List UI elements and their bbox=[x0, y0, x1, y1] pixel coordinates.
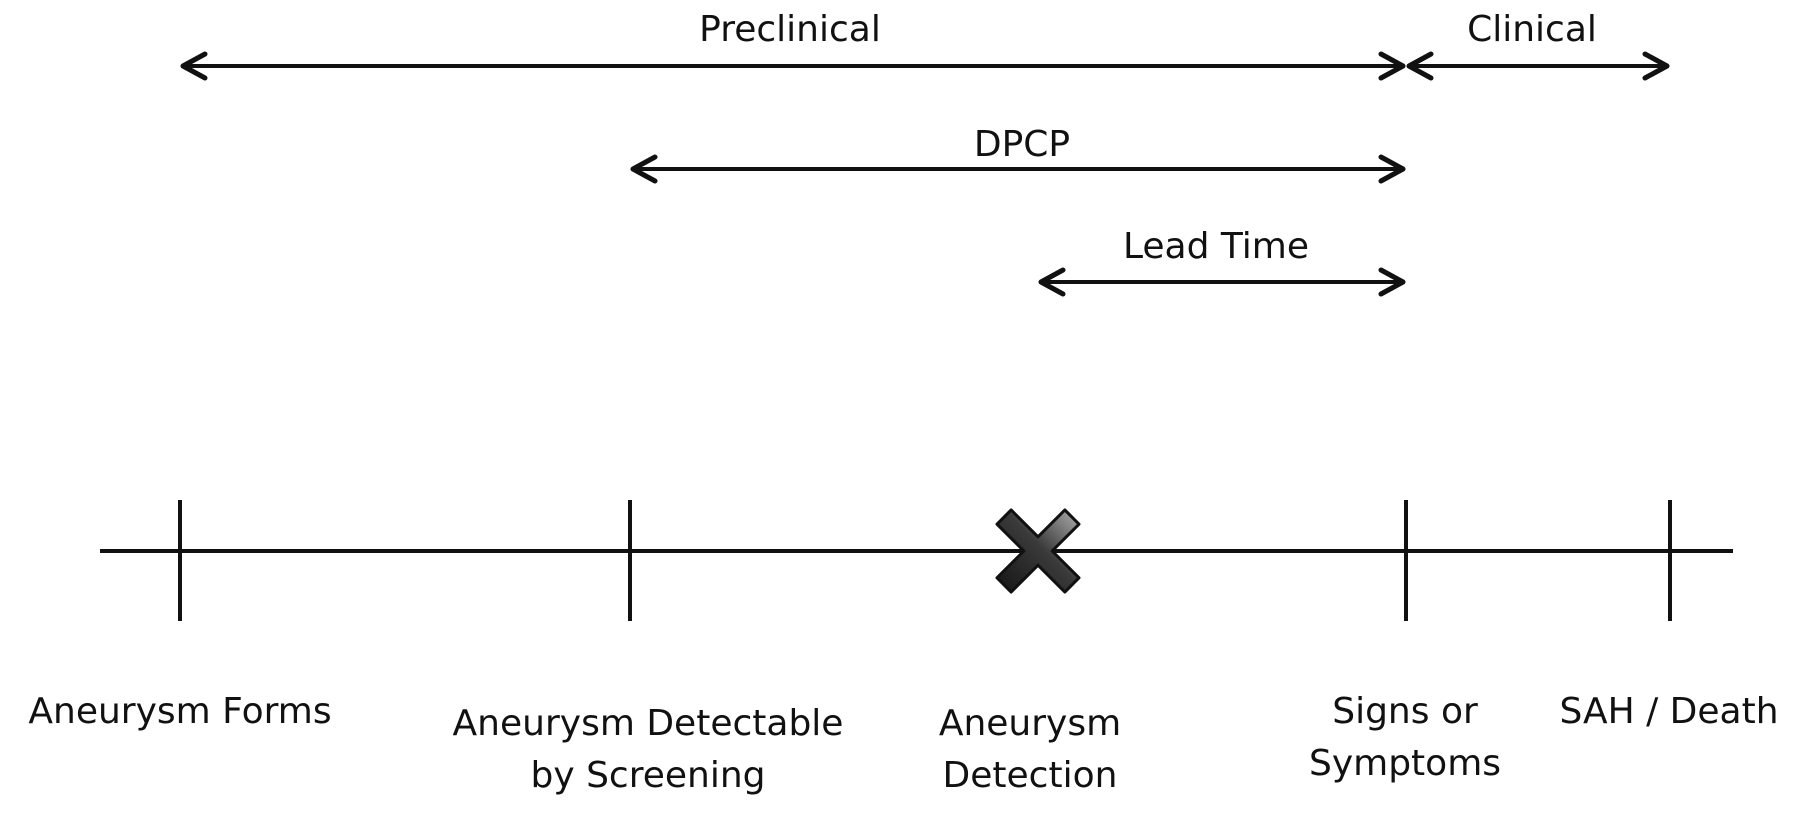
event-label-death: SAH / Death bbox=[1559, 691, 1779, 732]
event-marker-detection bbox=[995, 508, 1081, 594]
span-arrow-dpcp bbox=[630, 154, 1406, 184]
span-label-clinical: Clinical bbox=[1467, 9, 1597, 50]
x-mark-icon bbox=[995, 508, 1081, 594]
arrowhead-left-icon bbox=[1406, 51, 1434, 81]
arrowhead-right-icon bbox=[1378, 51, 1406, 81]
arrowhead-left-icon bbox=[180, 51, 208, 81]
arrowhead-right-icon bbox=[1378, 154, 1406, 184]
arrowhead-left-icon bbox=[630, 154, 658, 184]
arrowhead-left-icon bbox=[1038, 267, 1066, 297]
arrowhead-right-icon bbox=[1642, 51, 1670, 81]
span-arrow-clinical bbox=[1406, 51, 1670, 81]
span-label-dpcp: DPCP bbox=[973, 124, 1071, 165]
span-arrow-preclinical bbox=[180, 51, 1406, 81]
span-arrow-lead-time bbox=[1038, 267, 1406, 297]
arrowhead-right-icon bbox=[1378, 267, 1406, 297]
event-label-detectable: Aneurysm Detectable by Screening bbox=[452, 703, 844, 796]
event-label-symptoms: Signs or Symptoms bbox=[1308, 691, 1502, 784]
event-label-detection: Aneurysm Detection bbox=[938, 703, 1122, 796]
span-label-preclinical: Preclinical bbox=[699, 9, 881, 50]
period-arrows bbox=[180, 51, 1670, 297]
event-ticks bbox=[178, 500, 1672, 621]
span-label-lead-time: Lead Time bbox=[1122, 226, 1310, 267]
event-label-forms: Aneurysm Forms bbox=[28, 691, 332, 732]
